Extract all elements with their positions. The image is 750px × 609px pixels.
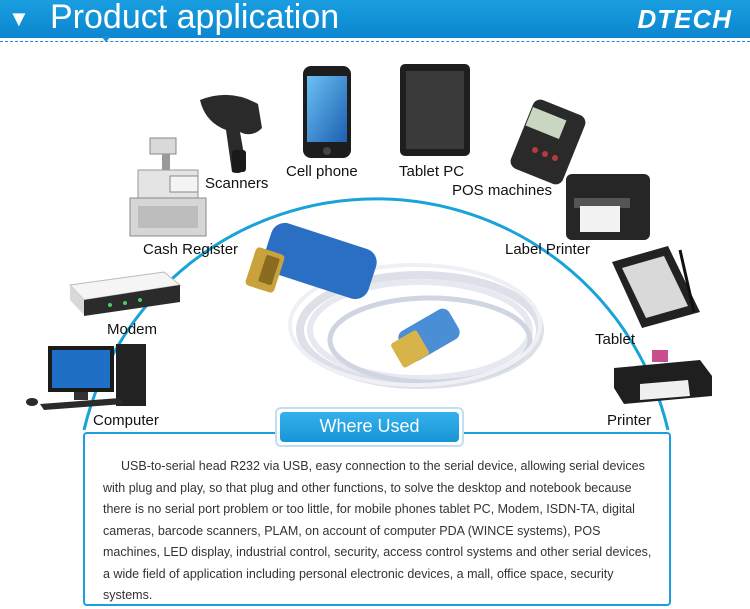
connection-arc <box>82 197 670 431</box>
description-text: USB-to-serial head R232 via USB, easy co… <box>103 459 652 602</box>
signature-tablet-image <box>612 246 700 328</box>
label-printer: Printer <box>607 412 652 429</box>
header-bar: ▼ Product application DTECH <box>0 0 750 38</box>
description-panel: USB-to-serial head R232 via USB, easy co… <box>83 432 671 606</box>
label-tablet: Tablet <box>595 331 636 348</box>
label-scanners: Scanners <box>205 175 269 192</box>
label-modem: Modem <box>107 321 158 338</box>
cell-phone-image <box>303 66 351 158</box>
cash-register-image <box>129 137 207 237</box>
usb-serial-cable-image <box>245 222 544 389</box>
printer-image <box>614 350 712 404</box>
brand-logo: DTECH <box>637 4 732 34</box>
label-printer-image <box>566 174 650 240</box>
label-cash-register: Cash Register <box>143 241 239 258</box>
page-title: Product application <box>50 0 340 36</box>
where-used-label: Where Used <box>280 412 459 442</box>
label-pos-machines: POS machines <box>452 182 553 199</box>
tablet-pc-image <box>400 64 470 156</box>
pos-machine-image <box>510 99 586 185</box>
label-computer: Computer <box>93 412 159 429</box>
where-used-badge: Where Used <box>275 407 464 447</box>
barcode-scanner-image <box>200 94 262 174</box>
triangle-down-icon: ▼ <box>8 6 30 31</box>
label-tablet-pc: Tablet PC <box>399 163 465 180</box>
computer-image <box>26 344 146 410</box>
header-divider <box>0 41 750 42</box>
label-cell-phone: Cell phone <box>286 163 358 180</box>
modem-image <box>68 271 182 316</box>
label-label-printer: Label Printer <box>505 241 591 258</box>
divider-marker-icon <box>101 36 111 42</box>
